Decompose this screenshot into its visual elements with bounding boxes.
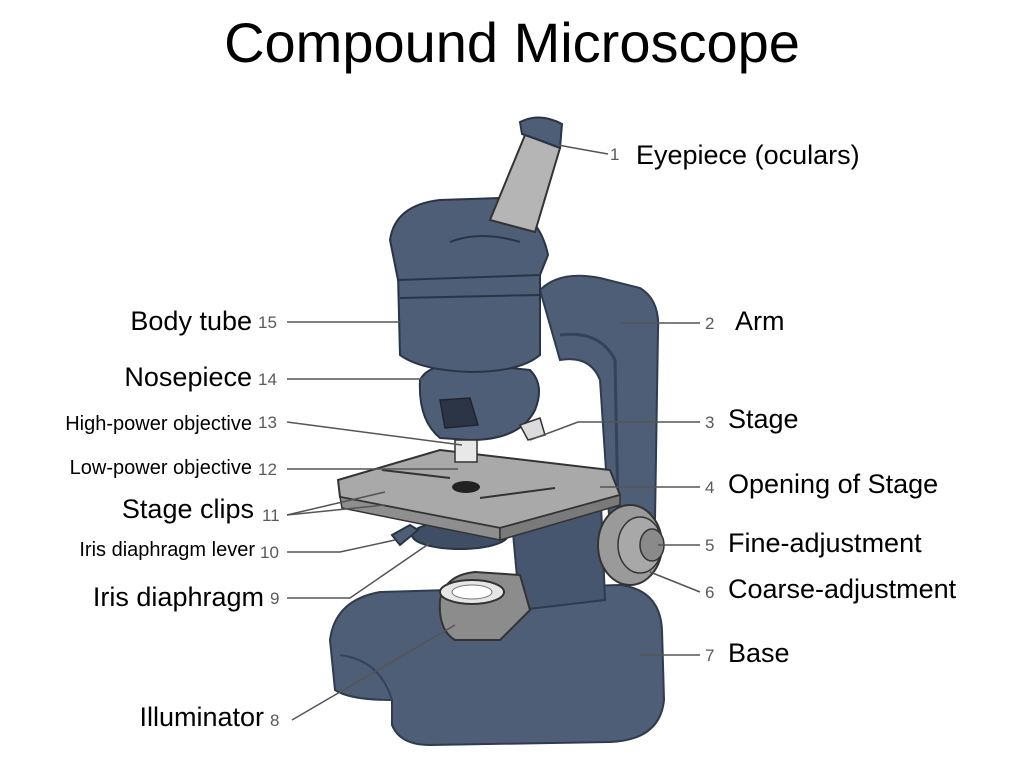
leader-line-1 (557, 144, 609, 155)
label-stage-clips: Stage clips (121, 494, 254, 524)
leader-line-11a (286, 491, 386, 516)
page-title: Compound Microscope (224, 11, 800, 74)
label-fine-adjustment: Fine-adjustment (728, 528, 922, 558)
leader-line-11b (286, 504, 386, 516)
part-number-1: 1 (610, 145, 620, 164)
label-opening-of-stage: Opening of Stage (728, 469, 939, 499)
label-body-tube: Body tube (130, 306, 252, 336)
leader-line-13 (286, 421, 463, 446)
label-base: Base (728, 638, 790, 668)
label-eyepiece: Eyepiece (oculars) (636, 140, 860, 170)
part-number-15: 15 (258, 313, 277, 332)
label-iris-diaphragm: Iris diaphragm (92, 582, 264, 612)
part-number-4: 4 (705, 478, 715, 497)
label-illuminator: Illuminator (139, 702, 264, 732)
label-iris-diaphragm-lever: Iris diaphragm lever (79, 539, 255, 561)
part-number-3: 3 (705, 413, 715, 432)
leader-line-10 (287, 539, 396, 553)
leader-line-3 (529, 421, 700, 441)
label-arm: Arm (735, 306, 785, 336)
base-shape (328, 583, 666, 747)
part-number-11: 11 (262, 506, 280, 525)
part-number-2: 2 (705, 314, 715, 333)
leader-line-8 (291, 624, 456, 721)
part-number-8: 8 (270, 711, 280, 730)
arm-shape (538, 274, 660, 532)
label-nosepiece: Nosepiece (124, 362, 252, 392)
label-high-power-objective: High-power objective (65, 413, 252, 435)
part-number-10: 10 (260, 543, 279, 562)
leader-line-9 (287, 542, 431, 599)
part-number-5: 5 (705, 536, 715, 555)
iris-lever-shape (390, 523, 420, 547)
part-number-14: 14 (258, 370, 277, 389)
part-number-7: 7 (705, 646, 715, 665)
part-number-13: 13 (258, 413, 277, 432)
label-stage: Stage (728, 404, 799, 434)
stage-opening-shape (452, 481, 480, 493)
part-number-6: 6 (705, 583, 715, 602)
part-number-12: 12 (258, 460, 277, 479)
label-coarse-adjustment: Coarse-adjustment (728, 574, 957, 604)
part-number-9: 9 (270, 589, 280, 608)
label-low-power-objective: Low-power objective (69, 457, 252, 479)
leader-line-6 (649, 571, 701, 593)
